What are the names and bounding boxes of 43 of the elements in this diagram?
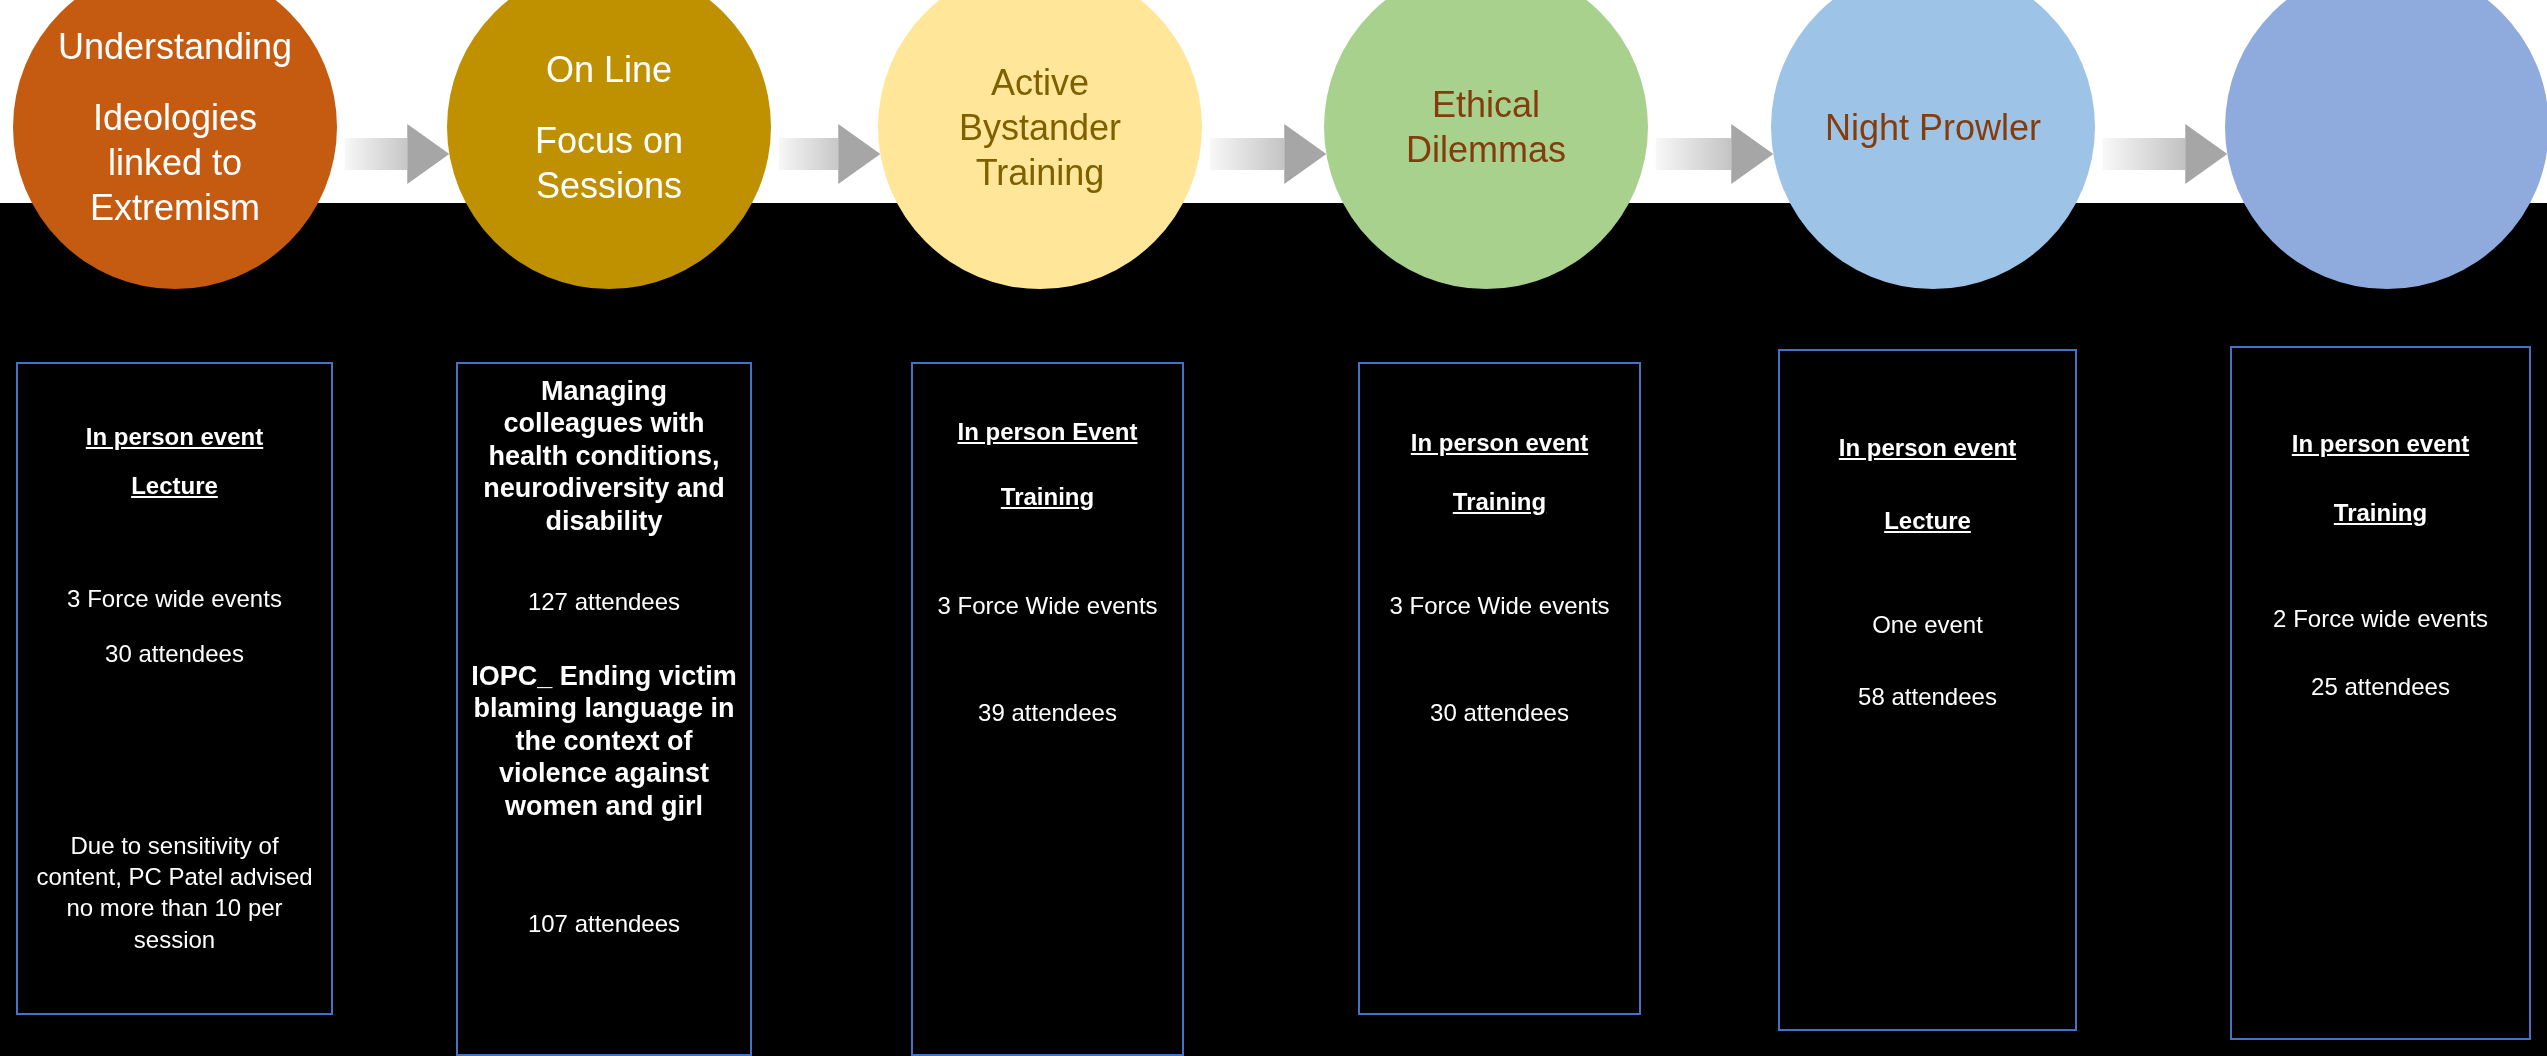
panel-heading: In person event [1837,433,2018,463]
info-panel [1778,349,2077,1031]
panel-heading: In person event [2290,429,2471,459]
arrow [2102,124,2228,184]
stage-title: Ideologies linked to Extremism [89,96,261,230]
stage-title: Night Prowler [1824,105,2042,150]
panel-heading: In person event [84,422,265,452]
panel-heading: Lecture [130,471,219,501]
stage-title: Focus on Sessions [533,118,685,208]
info-panel [2230,346,2531,1040]
arrow [344,124,450,184]
panel-text: Due to sensitivity of content, PC Patel advised no more than 10 per session [35,831,314,955]
arrow [778,124,881,184]
info-panel [911,362,1184,1056]
panel-text: One event [1871,610,1984,640]
info-panel [1358,362,1641,1015]
panel-text: 3 Force Wide events [936,591,1159,621]
stage-title: Ethical Dilemmas [1405,83,1567,172]
panel-text: 39 attendees [977,698,1118,728]
info-panel [16,362,333,1015]
session-title: IOPC_ Ending victim blaming language in the context of violence against women and girl [470,660,738,822]
panel-text: 30 attendees [1429,698,1570,728]
stage-title: On Line [545,47,673,92]
panel-text: 58 attendees [1857,682,1998,712]
panel-heading: Training [2332,498,2429,528]
panel-text: 3 Force wide events [66,584,283,614]
arrow [1209,124,1327,184]
stage-title: Understanding [57,25,293,69]
panel-heading: Lecture [1883,506,1972,536]
panel-heading: In person Event [956,417,1139,447]
panel-heading: In person event [1409,428,1590,458]
stage-title: Active Bystander Training [957,60,1123,195]
session-title: Managing colleagues with health conditions, neurodiversity and disability [482,375,726,537]
panel-heading: Training [999,482,1096,512]
info-panel [456,362,752,1056]
panel-text: 107 attendees [526,909,682,939]
arrow [1655,124,1774,184]
panel-heading: Training [1451,487,1548,517]
panel-text: 25 attendees [2310,672,2451,702]
panel-text: 127 attendees [526,587,682,617]
panel-text: 3 Force Wide events [1388,591,1611,621]
panel-text: 30 attendees [104,639,245,669]
panel-text: 2 Force wide events [2272,604,2489,634]
